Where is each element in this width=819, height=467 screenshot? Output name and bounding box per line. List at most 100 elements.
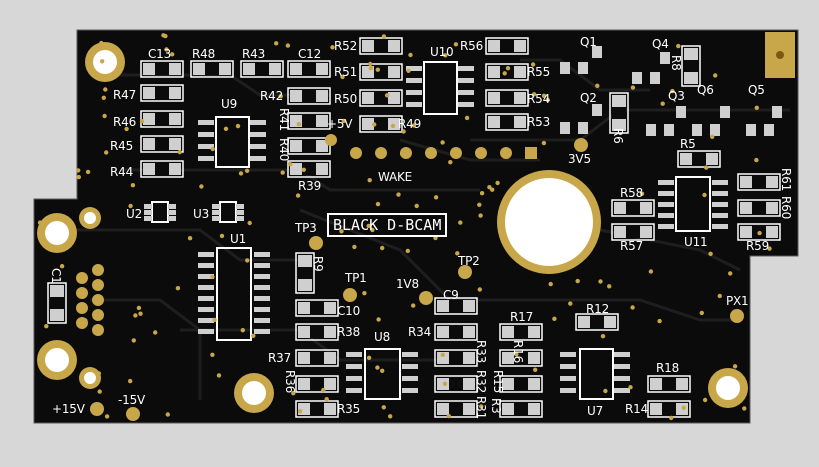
pad — [650, 403, 662, 415]
via — [340, 74, 345, 80]
via — [742, 406, 747, 411]
silk-label-r39: R39 — [298, 179, 322, 193]
via — [381, 405, 386, 410]
ic-pin — [458, 102, 474, 107]
via — [502, 71, 507, 76]
pad-gap — [302, 163, 316, 175]
via — [139, 119, 145, 124]
part-outline — [737, 223, 781, 241]
via — [477, 202, 482, 207]
pad — [680, 153, 692, 165]
silk-label-c9: C9 — [443, 288, 459, 302]
ic-pin — [198, 132, 214, 137]
pad — [324, 403, 336, 415]
pad — [219, 63, 231, 75]
pad — [684, 48, 698, 60]
via — [247, 220, 252, 226]
silk-label-tp1: TP1 — [345, 271, 367, 285]
silk-label-q5: Q5 — [748, 83, 765, 97]
pad — [362, 92, 374, 104]
via — [244, 168, 250, 173]
silk-label-r55: R55 — [527, 65, 551, 79]
part-outline — [485, 63, 529, 81]
pad — [316, 140, 328, 152]
ic-pin — [254, 274, 270, 279]
silk-label-u7: U7 — [587, 404, 604, 418]
pad — [143, 138, 155, 150]
ic-pin — [236, 216, 244, 221]
pad — [502, 326, 514, 338]
part-outline — [190, 60, 234, 78]
pad — [463, 403, 475, 415]
pad-gap — [374, 92, 388, 104]
via — [376, 317, 381, 322]
ic-pin — [406, 78, 422, 83]
silk-label-q4: Q4 — [652, 37, 669, 51]
via — [83, 318, 88, 323]
via — [713, 73, 718, 78]
via — [245, 258, 250, 263]
ic-pin — [168, 216, 176, 221]
transistor-pad — [664, 124, 674, 136]
pad — [50, 309, 64, 321]
via — [138, 311, 143, 316]
pad — [463, 326, 475, 338]
via — [442, 381, 448, 386]
via — [210, 352, 215, 357]
silk-label-r57: R57 — [620, 239, 644, 253]
via — [448, 160, 453, 165]
via — [381, 34, 387, 39]
pad-gap — [514, 378, 528, 390]
pad — [488, 66, 500, 78]
pad — [290, 63, 302, 75]
ic-pin — [168, 204, 176, 209]
pad — [316, 63, 328, 75]
transistor-pad — [772, 106, 782, 118]
silk-label-r56: R56 — [460, 39, 484, 53]
ic-pin — [198, 285, 214, 290]
via — [384, 93, 390, 98]
silk-label-px1: PX1 — [726, 294, 749, 308]
pad — [269, 63, 281, 75]
ic-pin — [168, 210, 176, 215]
pad — [193, 63, 205, 75]
part-outline — [295, 375, 339, 393]
via — [341, 118, 346, 124]
via — [440, 140, 445, 145]
ic-pin — [198, 120, 214, 125]
ic-pin — [614, 352, 630, 357]
part-outline — [681, 45, 701, 87]
connector-pin — [92, 309, 104, 321]
part-outline — [240, 60, 284, 78]
connector-pin — [92, 264, 104, 276]
traces — [60, 58, 790, 400]
ic-pin — [560, 388, 576, 393]
pad-gap — [449, 378, 463, 390]
ic-pin — [346, 364, 362, 369]
via — [433, 195, 439, 200]
connector-pin — [92, 279, 104, 291]
via — [478, 213, 483, 218]
pad-gap — [155, 63, 169, 75]
ic-pin — [406, 66, 422, 71]
pad — [143, 113, 155, 125]
pad — [502, 403, 514, 415]
ic-pin — [402, 352, 418, 357]
part-outline — [359, 37, 403, 55]
connector-pin — [92, 324, 104, 336]
via — [101, 95, 107, 101]
ic-pin — [212, 204, 220, 209]
via — [266, 382, 272, 387]
via — [99, 40, 104, 46]
via — [296, 122, 301, 127]
silk-label-r60: R60 — [779, 196, 793, 220]
ic-pin — [402, 364, 418, 369]
transistor-pad — [720, 106, 730, 118]
ic-pin — [254, 252, 270, 257]
ic-pin — [712, 202, 728, 207]
via — [464, 115, 470, 121]
pad-gap — [255, 63, 269, 75]
ic-pin — [250, 120, 266, 125]
via — [411, 123, 417, 128]
pad — [50, 285, 64, 297]
